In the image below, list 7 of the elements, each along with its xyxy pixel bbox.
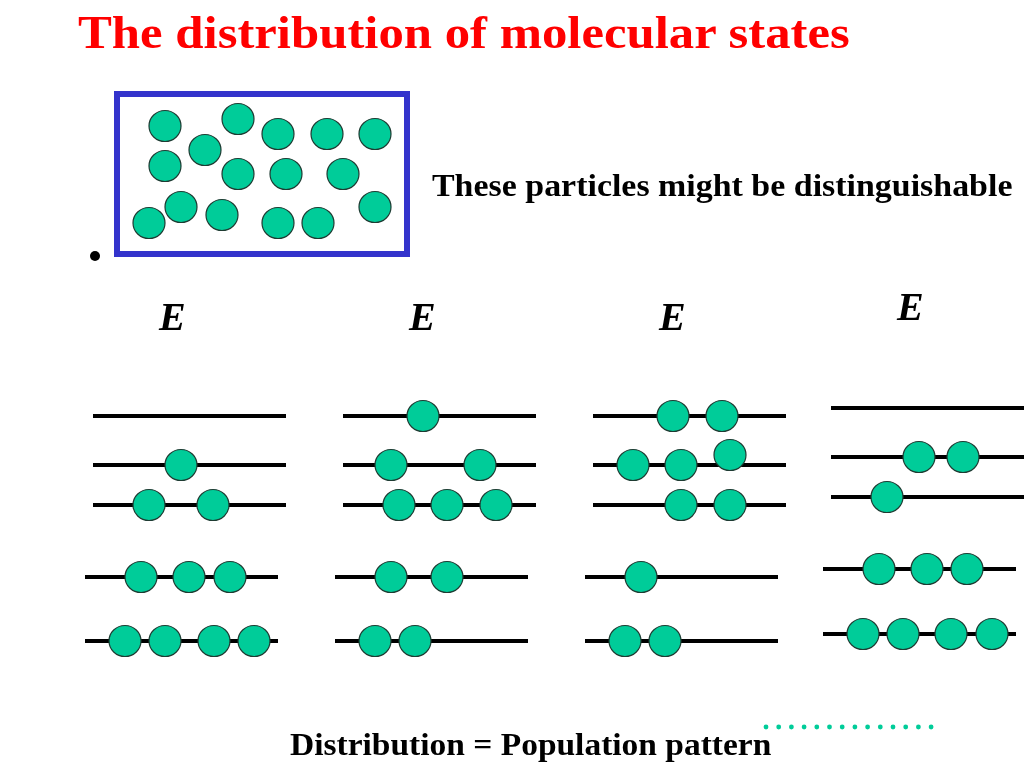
annotation-text: These particles might be distinguishable bbox=[432, 169, 1013, 202]
energy-axis-label: E bbox=[159, 296, 186, 337]
slide-title: The distribution of molecular states bbox=[78, 8, 850, 56]
energy-axis-label: E bbox=[409, 296, 436, 337]
caption-text: Distribution = Population pattern bbox=[290, 729, 772, 761]
energy-axis-label: E bbox=[897, 286, 924, 327]
energy-axis-label: E bbox=[659, 296, 686, 337]
